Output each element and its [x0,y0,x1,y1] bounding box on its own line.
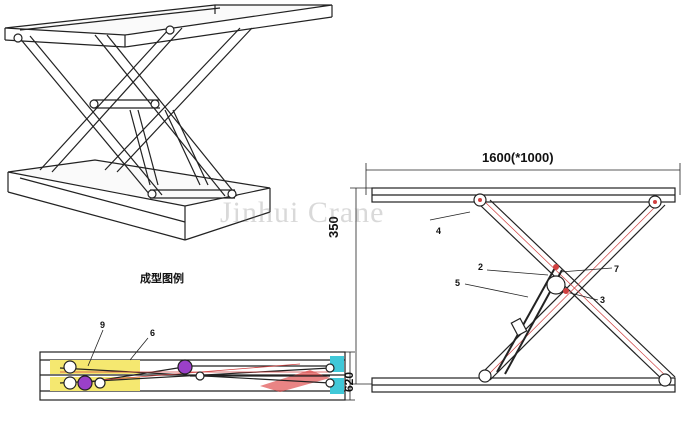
top-view [39,329,355,401]
isometric-view [4,4,333,241]
caption-text: 成型图例 [140,273,184,285]
callout-6: 6 [150,328,156,338]
side-view [350,163,681,393]
callout-2: 2 [478,262,484,272]
callout-5: 5 [455,278,461,288]
callout-9: 9 [100,320,106,330]
callout-7: 7 [614,264,620,274]
closed-height-dimension-label: 620 [342,371,356,392]
iso-pivots [13,25,237,199]
width-dimension-label: 1600(*1000) [482,150,554,165]
top-view-pivots [63,359,335,391]
iso-scissor-arms [17,27,253,199]
callout-4: 4 [436,226,442,236]
callout-3: 3 [600,295,606,305]
watermark: Jinhui Crane [220,196,385,229]
side-pivots [473,193,672,387]
